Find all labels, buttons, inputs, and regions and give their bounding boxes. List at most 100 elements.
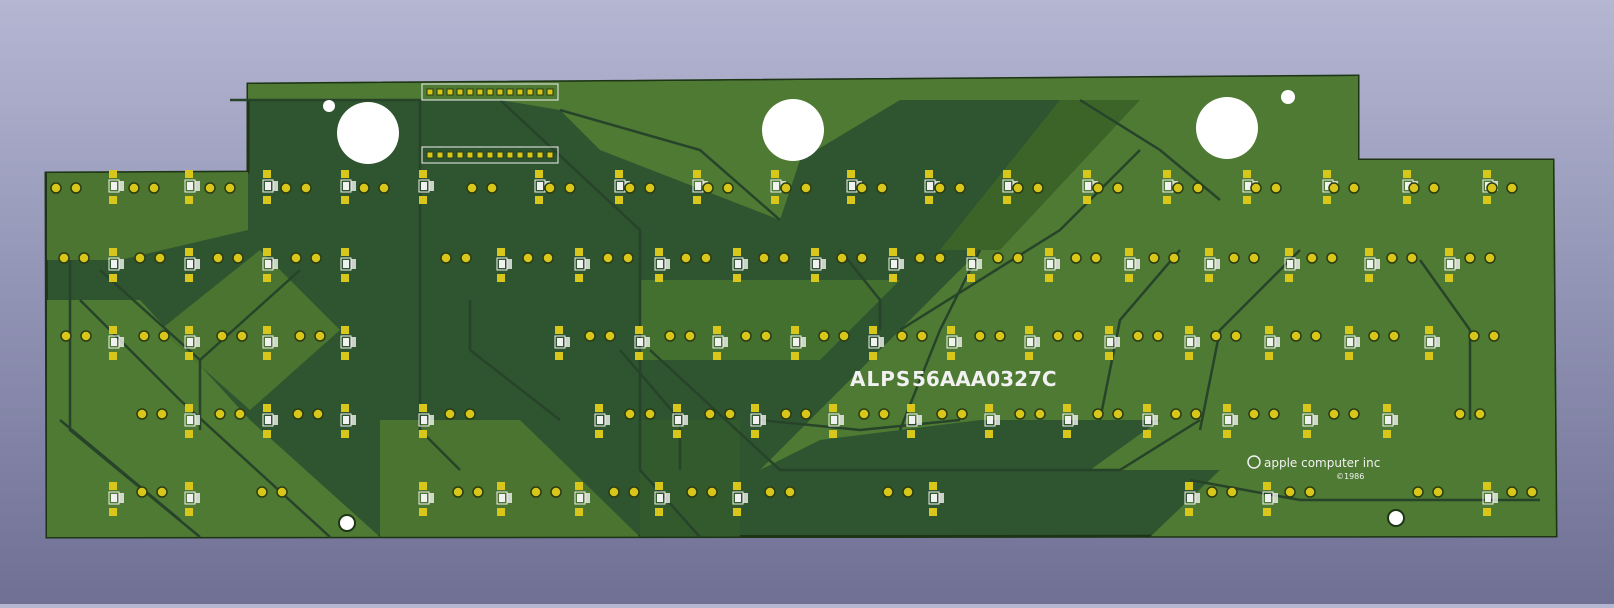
through-hole-pad <box>644 408 656 420</box>
through-hole-pad <box>564 182 576 194</box>
through-hole-pad <box>700 252 712 264</box>
through-hole-pad <box>836 252 848 264</box>
diode-footprint <box>184 482 200 516</box>
diode-footprint <box>108 326 124 360</box>
copper-trace <box>759 418 961 432</box>
diode-footprint <box>594 404 610 438</box>
diode-footprint <box>790 326 806 360</box>
copper-trace <box>230 98 461 471</box>
through-hole-pad <box>1290 330 1302 342</box>
through-hole-pad <box>1052 330 1064 342</box>
diode-footprint <box>906 404 922 438</box>
through-hole-pad <box>212 252 224 264</box>
through-hole-pad <box>604 330 616 342</box>
diode-footprint <box>496 248 512 282</box>
diode-footprint <box>1262 482 1278 516</box>
through-hole-pad <box>58 252 70 264</box>
through-hole-pad <box>1072 330 1084 342</box>
through-hole-pad <box>460 252 472 264</box>
through-hole-pad <box>156 408 168 420</box>
diode-footprint <box>1264 326 1280 360</box>
through-hole-pad <box>138 330 150 342</box>
diode-footprint <box>184 404 200 438</box>
through-hole-pad <box>856 252 868 264</box>
through-hole-pad <box>542 252 554 264</box>
through-hole-pad <box>1328 408 1340 420</box>
through-hole-pad <box>1132 330 1144 342</box>
diode-footprint <box>888 248 904 282</box>
diode-footprint <box>750 404 766 438</box>
through-hole-pad <box>934 182 946 194</box>
through-hole-pad <box>1326 252 1338 264</box>
diode-footprint <box>262 248 278 282</box>
diode-footprint <box>418 482 434 516</box>
through-hole-pad <box>310 252 322 264</box>
through-hole-pad <box>1310 330 1322 342</box>
through-hole-pad <box>896 330 908 342</box>
copper-trace <box>1098 249 1181 421</box>
diode-footprint <box>184 326 200 360</box>
through-hole-pad <box>1348 182 1360 194</box>
through-hole-pad <box>1192 182 1204 194</box>
through-hole-pad <box>800 182 812 194</box>
through-hole-pad <box>1304 486 1316 498</box>
diode-footprint <box>340 170 356 204</box>
through-hole-pad <box>378 182 390 194</box>
through-hole-pad <box>1112 408 1124 420</box>
through-hole-pad <box>156 486 168 498</box>
through-hole-pad <box>902 486 914 498</box>
through-hole-pad <box>780 182 792 194</box>
diode-footprint <box>184 248 200 282</box>
through-hole-pad <box>158 330 170 342</box>
copper-trace <box>59 419 181 521</box>
diode-footprint <box>868 326 884 360</box>
through-hole-pad <box>466 182 478 194</box>
diode-footprint <box>1302 404 1318 438</box>
through-hole-pad <box>1284 486 1296 498</box>
through-hole-pad <box>1506 182 1518 194</box>
through-hole-pad <box>1454 408 1466 420</box>
through-hole-pad <box>1206 486 1218 498</box>
through-hole-pad <box>1406 252 1418 264</box>
diode-footprint <box>108 482 124 516</box>
small-hole <box>323 100 335 112</box>
diode-footprint <box>1364 248 1380 282</box>
through-hole-pad <box>70 182 82 194</box>
through-hole-pad <box>994 330 1006 342</box>
through-hole-pad <box>1486 182 1498 194</box>
diode-footprint <box>1184 482 1200 516</box>
through-hole-pad <box>838 330 850 342</box>
through-hole-pad <box>1012 182 1024 194</box>
through-hole-pad <box>1092 408 1104 420</box>
through-hole-pad <box>760 330 772 342</box>
through-hole-pad <box>876 182 888 194</box>
copper-trace <box>468 300 561 421</box>
through-hole-pad <box>60 330 72 342</box>
diode-footprint <box>1424 326 1440 360</box>
through-hole-pad <box>358 182 370 194</box>
through-hole-pad <box>1112 182 1124 194</box>
diode-footprint <box>966 248 982 282</box>
through-hole-pad <box>684 330 696 342</box>
through-hole-pad <box>1368 330 1380 342</box>
copper-trace <box>899 149 1141 332</box>
diode-footprint <box>654 248 670 282</box>
through-hole-pad <box>214 408 226 420</box>
small-hole <box>1387 509 1405 527</box>
diode-footprint <box>1344 326 1360 360</box>
through-hole-pad <box>1488 330 1500 342</box>
connector-bottom <box>421 146 559 164</box>
through-hole-pad <box>312 408 324 420</box>
through-hole-pad <box>784 486 796 498</box>
small-hole <box>338 514 356 532</box>
through-hole-pad <box>1428 182 1440 194</box>
diode-footprint <box>634 326 650 360</box>
through-hole-pad <box>1190 408 1202 420</box>
diode-footprint <box>262 170 278 204</box>
through-hole-pad <box>444 408 456 420</box>
diode-footprint <box>340 404 356 438</box>
diode-footprint <box>1444 248 1460 282</box>
through-hole-pad <box>1526 486 1538 498</box>
through-hole-pad <box>148 182 160 194</box>
